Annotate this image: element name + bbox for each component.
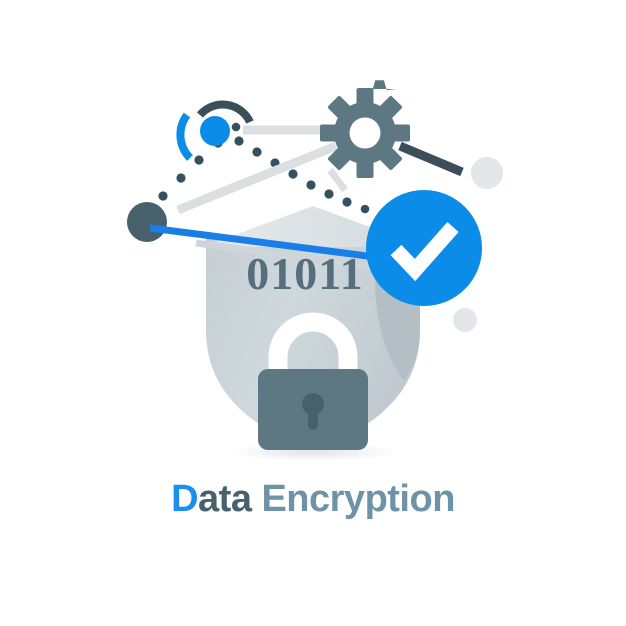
- dark-circle-node: [127, 202, 167, 242]
- gray-line-tick: [327, 167, 348, 193]
- settings-gear-icon: [320, 80, 410, 178]
- caption-data-first-letter: D: [171, 478, 199, 520]
- dark-diagonal-line: [398, 141, 464, 177]
- check-circle: [366, 190, 482, 306]
- blue-arc: [176, 112, 194, 161]
- caption-encryption-word: Encryption: [261, 478, 455, 520]
- caption-data-rest: ata: [198, 478, 252, 520]
- dark-arc: [196, 100, 254, 124]
- blue-diagonal-line: [149, 224, 384, 262]
- blue-dot-node: [200, 116, 230, 146]
- gray-circle-large: [471, 157, 503, 189]
- check-mark-icon: [390, 222, 459, 282]
- gray-connector-lines: [176, 125, 348, 215]
- shield-binary-text: 01011: [246, 248, 363, 299]
- verified-check-badge: [366, 190, 482, 306]
- gray-diagonal-line-over-shield: [195, 239, 383, 272]
- padlock-icon: [258, 312, 368, 450]
- padlock-shackle: [268, 312, 358, 396]
- gray-circle-small: [453, 308, 477, 332]
- padlock-keyhole-stem: [308, 404, 318, 430]
- gray-line-diagonal-long: [176, 141, 338, 215]
